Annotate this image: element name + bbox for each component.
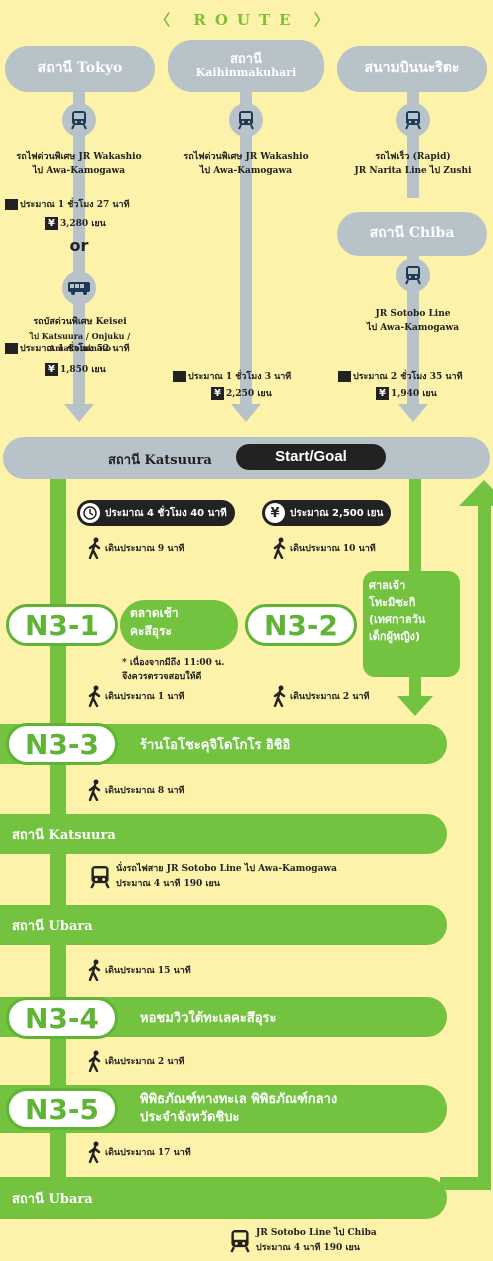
train-icon — [229, 103, 263, 137]
walking-person-icon — [273, 537, 286, 559]
spot-code-n34[interactable]: N3-4 — [6, 997, 118, 1039]
walking-person-icon — [88, 959, 101, 981]
connector-col2 — [240, 88, 252, 406]
col1-bus-info: รถบัสด่วนพิเศษ Keisei ไป Katsuura / Onju… — [29, 317, 131, 354]
walking-person-icon — [88, 1141, 101, 1163]
arrow-col1 — [64, 404, 94, 422]
route-arrow-up — [459, 480, 493, 506]
station-katsuura-hub: สถานี Katsuura Start/Goal — [3, 437, 490, 479]
col1-bus-fare: ¥1,850 เยน — [45, 363, 106, 378]
ride-2: JR Sotobo Line ไป Chiba ประมาณ 4 นาที 19… — [229, 1226, 377, 1257]
col2-time: ประมาณ 1 ชั่วโมง 3 นาที — [173, 371, 291, 385]
col2-fare: ¥2,250 เยน — [211, 387, 272, 402]
station-tokyo: สถานี Tokyo — [5, 46, 155, 92]
train-icon — [396, 103, 430, 137]
walking-person-icon — [88, 779, 101, 801]
col3-train-info: รถไฟเร็ว (Rapid) JR Narita Line ไป Zushi — [354, 152, 472, 176]
spot-n31-name[interactable]: ตลาดเช้า คะสึอุระ — [120, 600, 238, 650]
station-kaihinmakuhari: สถานี Kaihinmakuhari — [168, 40, 324, 92]
station-katsuura-label: สถานี Katsuura — [108, 453, 212, 468]
col3-time: ประมาณ 2 ชั่วโมง 35 นาที — [338, 371, 463, 385]
walk-step-2: เดินประมาณ 10 นาที — [272, 537, 376, 559]
train-icon — [230, 1230, 250, 1253]
train-icon — [396, 258, 430, 292]
route-line-return — [440, 1177, 491, 1190]
walk-step-4: เดินประมาณ 2 นาที — [272, 685, 369, 707]
col3-train2-info: JR Sotobo Line ไป Awa-Kamogawa — [366, 309, 460, 333]
walk-step-3: เดินประมาณ 1 นาที — [87, 685, 184, 707]
col2-train-info: รถไฟด่วนพิเศษ JR Wakashio ไป Awa-Kamogaw… — [183, 152, 309, 176]
col1-time: ประมาณ 1 ชั่วโมง 27 นาที — [5, 199, 130, 213]
walk-step-6: เดินประมาณ 15 นาที — [87, 959, 191, 981]
total-fare-chip: ¥ ประมาณ 2,500 เยน — [262, 500, 392, 526]
spot-code-n32[interactable]: N3-2 — [245, 604, 357, 646]
walk-step-8: เดินประมาณ 17 นาที — [87, 1141, 191, 1163]
bus-icon — [62, 271, 96, 305]
route-arrow-down-n32 — [397, 696, 433, 716]
or-label: or — [69, 236, 89, 255]
spot-code-n31[interactable]: N3-1 — [6, 604, 118, 646]
connector-col1 — [73, 88, 85, 406]
train-icon — [62, 103, 96, 137]
station-narita-airport: สนามบินนะริตะ — [337, 46, 487, 92]
walking-person-icon — [88, 537, 101, 559]
leg-station-ubara-1: สถานี Ubara — [0, 905, 447, 945]
start-goal-badge: Start/Goal — [236, 444, 386, 470]
leg-station-katsuura: สถานี Katsuura — [0, 814, 447, 854]
walking-person-icon — [88, 1050, 101, 1072]
spot-n32-shrine[interactable]: ศาลเจ้า โทะมิซะกิ (เทศกาลวัน เด็กผู้หญิง… — [363, 571, 460, 677]
arrow-col3 — [398, 404, 428, 422]
walk-step-1: เดินประมาณ 9 นาที — [87, 537, 184, 559]
col1-fare: ¥3,280 เยน — [45, 217, 106, 232]
arrow-col2 — [231, 404, 261, 422]
leg-station-ubara-2: สถานี Ubara — [0, 1177, 447, 1219]
spot-code-n35[interactable]: N3-5 — [6, 1088, 118, 1130]
walking-person-icon — [273, 685, 286, 707]
n31-note: * เนื่องจากมีถึง 11:00 น. จึงควรตรวจสอบใ… — [122, 658, 225, 683]
train-icon — [90, 866, 110, 889]
route-line-right-vert — [478, 505, 491, 1190]
station-chiba: สถานี Chiba — [337, 212, 487, 256]
col3-fare: ¥1,940 เยน — [376, 387, 437, 402]
walking-person-icon — [88, 685, 101, 707]
col1-bus-time: ประมาณ 1 ชั่วโมง 52 นาที — [5, 343, 130, 357]
spot-code-n33[interactable]: N3-3 — [6, 723, 118, 765]
walk-step-7: เดินประมาณ 2 นาที — [87, 1050, 184, 1072]
col1-train-info: รถไฟด่วนพิเศษ JR Wakashio ไป Awa-Kamogaw… — [16, 152, 142, 176]
route-title: 〈 ROUTE 〉 — [155, 11, 338, 29]
ride-1: นั่งรถไฟสาย JR Sotobo Line ไป Awa-Kamoga… — [89, 862, 337, 893]
yen-icon: ¥ — [265, 503, 285, 523]
total-time-chip: ประมาณ 4 ชั่วโมง 40 นาที — [77, 500, 235, 526]
walk-step-5: เดินประมาณ 8 นาที — [87, 779, 184, 801]
